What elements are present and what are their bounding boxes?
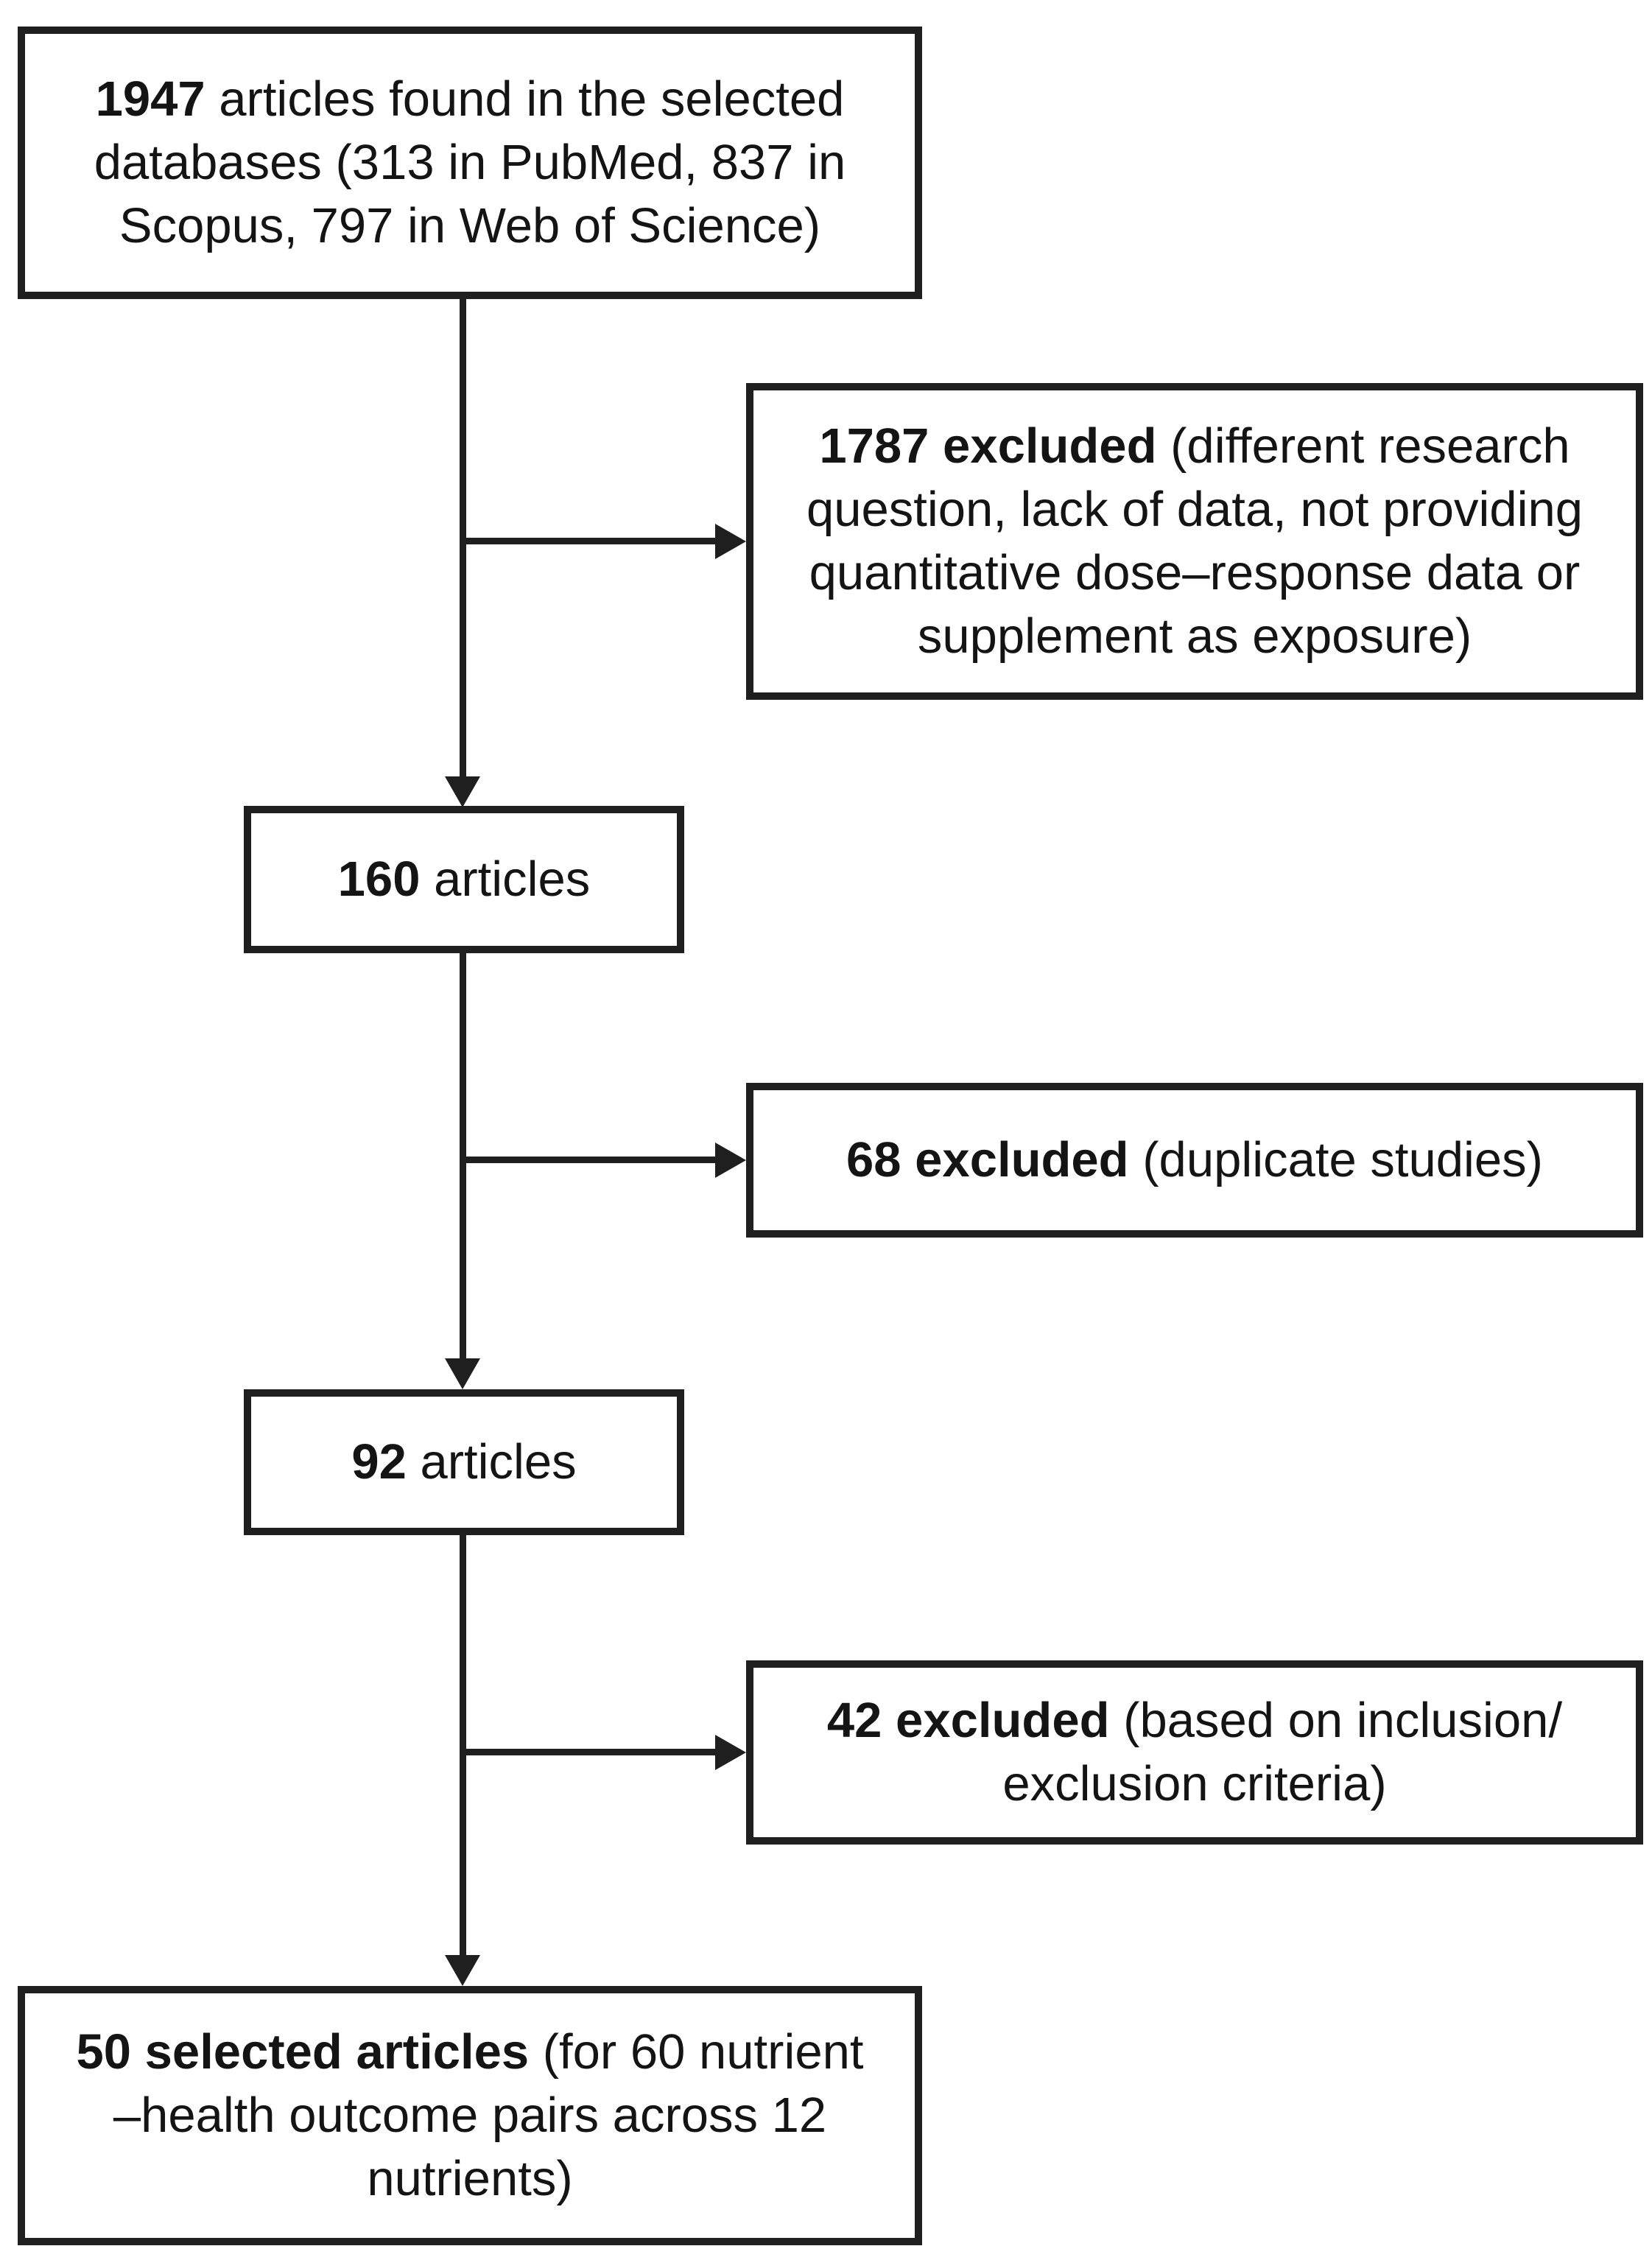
connector-branch-excluded-1787 bbox=[460, 538, 717, 544]
arrowhead-right-excluded-1787 bbox=[715, 524, 746, 559]
box-text-line: 68 excluded (duplicate studies) bbox=[846, 1132, 1543, 1187]
box-articles-found: 1947 articles found in the selected data… bbox=[18, 27, 922, 299]
count-92: 92 bbox=[351, 1434, 407, 1489]
arrowhead-down-selected bbox=[445, 1955, 480, 1986]
box-text-line: 160 articles bbox=[337, 852, 591, 907]
connector-branch-excluded-68 bbox=[460, 1157, 717, 1163]
box-text-line: 1787 excluded (different research bbox=[819, 418, 1570, 474]
count-excluded-68: 68 excluded bbox=[846, 1132, 1129, 1187]
box-articles-160: 160 articles bbox=[244, 806, 684, 953]
box-selected-articles: 50 selected articles (for 60 nutrient –h… bbox=[18, 1986, 922, 2245]
arrowhead-right-excluded-42 bbox=[715, 1735, 746, 1770]
arrowhead-down-92 bbox=[445, 1358, 480, 1389]
box-excluded-duplicates: 68 excluded (duplicate studies) bbox=[746, 1083, 1643, 1238]
arrowhead-right-excluded-68 bbox=[715, 1143, 746, 1178]
box-text-line: 42 excluded (based on inclusion/ bbox=[826, 1693, 1563, 1748]
connector-branch-excluded-42 bbox=[460, 1749, 717, 1755]
box-articles-92: 92 articles bbox=[244, 1389, 684, 1535]
connector-92-to-selected bbox=[460, 1531, 466, 1959]
box-text-line: 50 selected articles (for 60 nutrient bbox=[76, 2024, 864, 2080]
box-text-line: nutrients) bbox=[367, 2151, 573, 2206]
box-text-line: supplement as exposure) bbox=[917, 608, 1472, 664]
box-text-line: Scopus, 797 in Web of Science) bbox=[119, 198, 821, 253]
box-text-line: 92 articles bbox=[351, 1434, 577, 1489]
count-160: 160 bbox=[337, 852, 421, 907]
arrowhead-down-160 bbox=[445, 776, 480, 807]
box-text-line: exclusion criteria) bbox=[1002, 1756, 1387, 1811]
box-text-line: databases (313 in PubMed, 837 in bbox=[94, 135, 846, 190]
count-excluded-1787: 1787 excluded bbox=[819, 418, 1157, 474]
box-excluded-screening: 1787 excluded (different research questi… bbox=[746, 383, 1643, 700]
box-excluded-criteria: 42 excluded (based on inclusion/ exclusi… bbox=[746, 1660, 1643, 1845]
box-text-line: quantitative dose–response data or bbox=[809, 545, 1581, 600]
count-found: 1947 bbox=[95, 71, 205, 127]
count-selected-50: 50 selected articles bbox=[76, 2024, 530, 2080]
box-text-line: question, lack of data, not providing bbox=[806, 482, 1584, 537]
box-text-line: 1947 articles found in the selected bbox=[95, 71, 845, 127]
count-excluded-42: 42 excluded bbox=[826, 1693, 1110, 1748]
box-text-line: –health outcome pairs across 12 bbox=[113, 2088, 827, 2143]
